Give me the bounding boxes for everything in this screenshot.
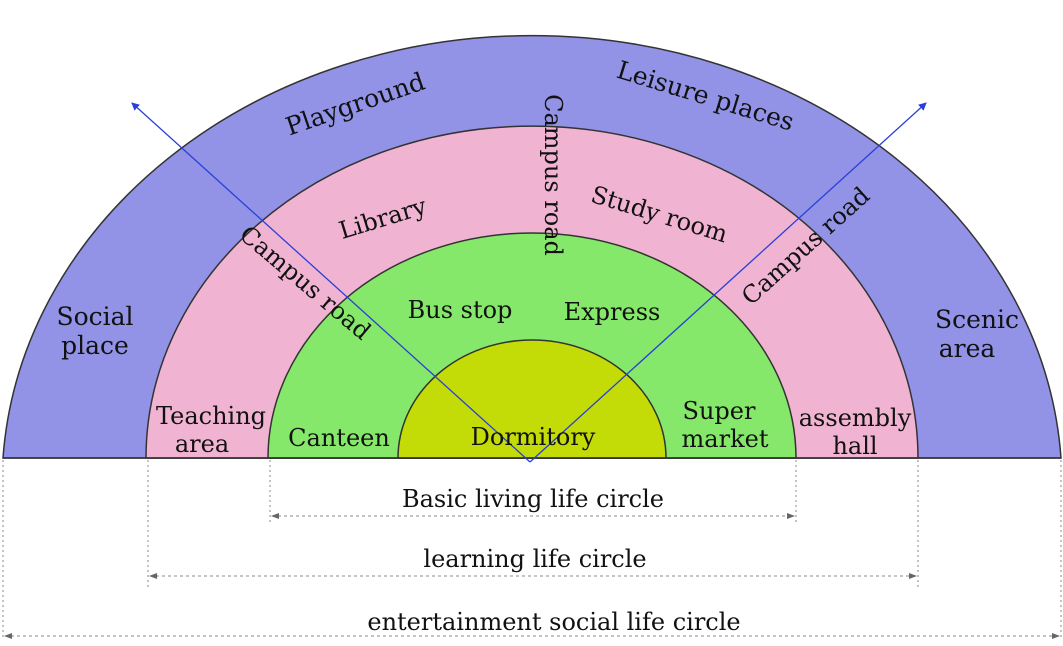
label-scenic-area: area xyxy=(939,334,996,363)
axis-arrow-right xyxy=(529,102,927,463)
label-learning-life-circle: learning life circle xyxy=(423,545,646,573)
label-entertainment-social-life-circle: entertainment social life circle xyxy=(367,608,740,636)
label-teaching-area: Teaching xyxy=(156,402,266,430)
label-scenic-area: Scenic xyxy=(935,305,1019,334)
label-basic-living-life-circle: Basic living life circle xyxy=(402,485,664,513)
label-teaching-area: area xyxy=(175,430,229,458)
label-social-place: place xyxy=(61,331,129,360)
label-assembly-hall: hall xyxy=(832,432,877,460)
label-canteen: Canteen xyxy=(288,424,390,452)
label-dormitory: Dormitory xyxy=(471,423,596,451)
label-social-place: Social xyxy=(56,302,133,331)
core-dormitory xyxy=(397,339,667,459)
label-supermarket: Super xyxy=(683,397,756,425)
axis-arrow-left xyxy=(131,102,531,463)
label-assembly-hall: assembly xyxy=(799,404,912,432)
label-bus-stop: Bus stop xyxy=(408,296,513,324)
label-express: Express xyxy=(564,298,661,326)
dimension-guides xyxy=(2,460,1062,640)
label-supermarket: market xyxy=(682,425,769,453)
label-campus-road-center: Campus road xyxy=(539,94,567,256)
